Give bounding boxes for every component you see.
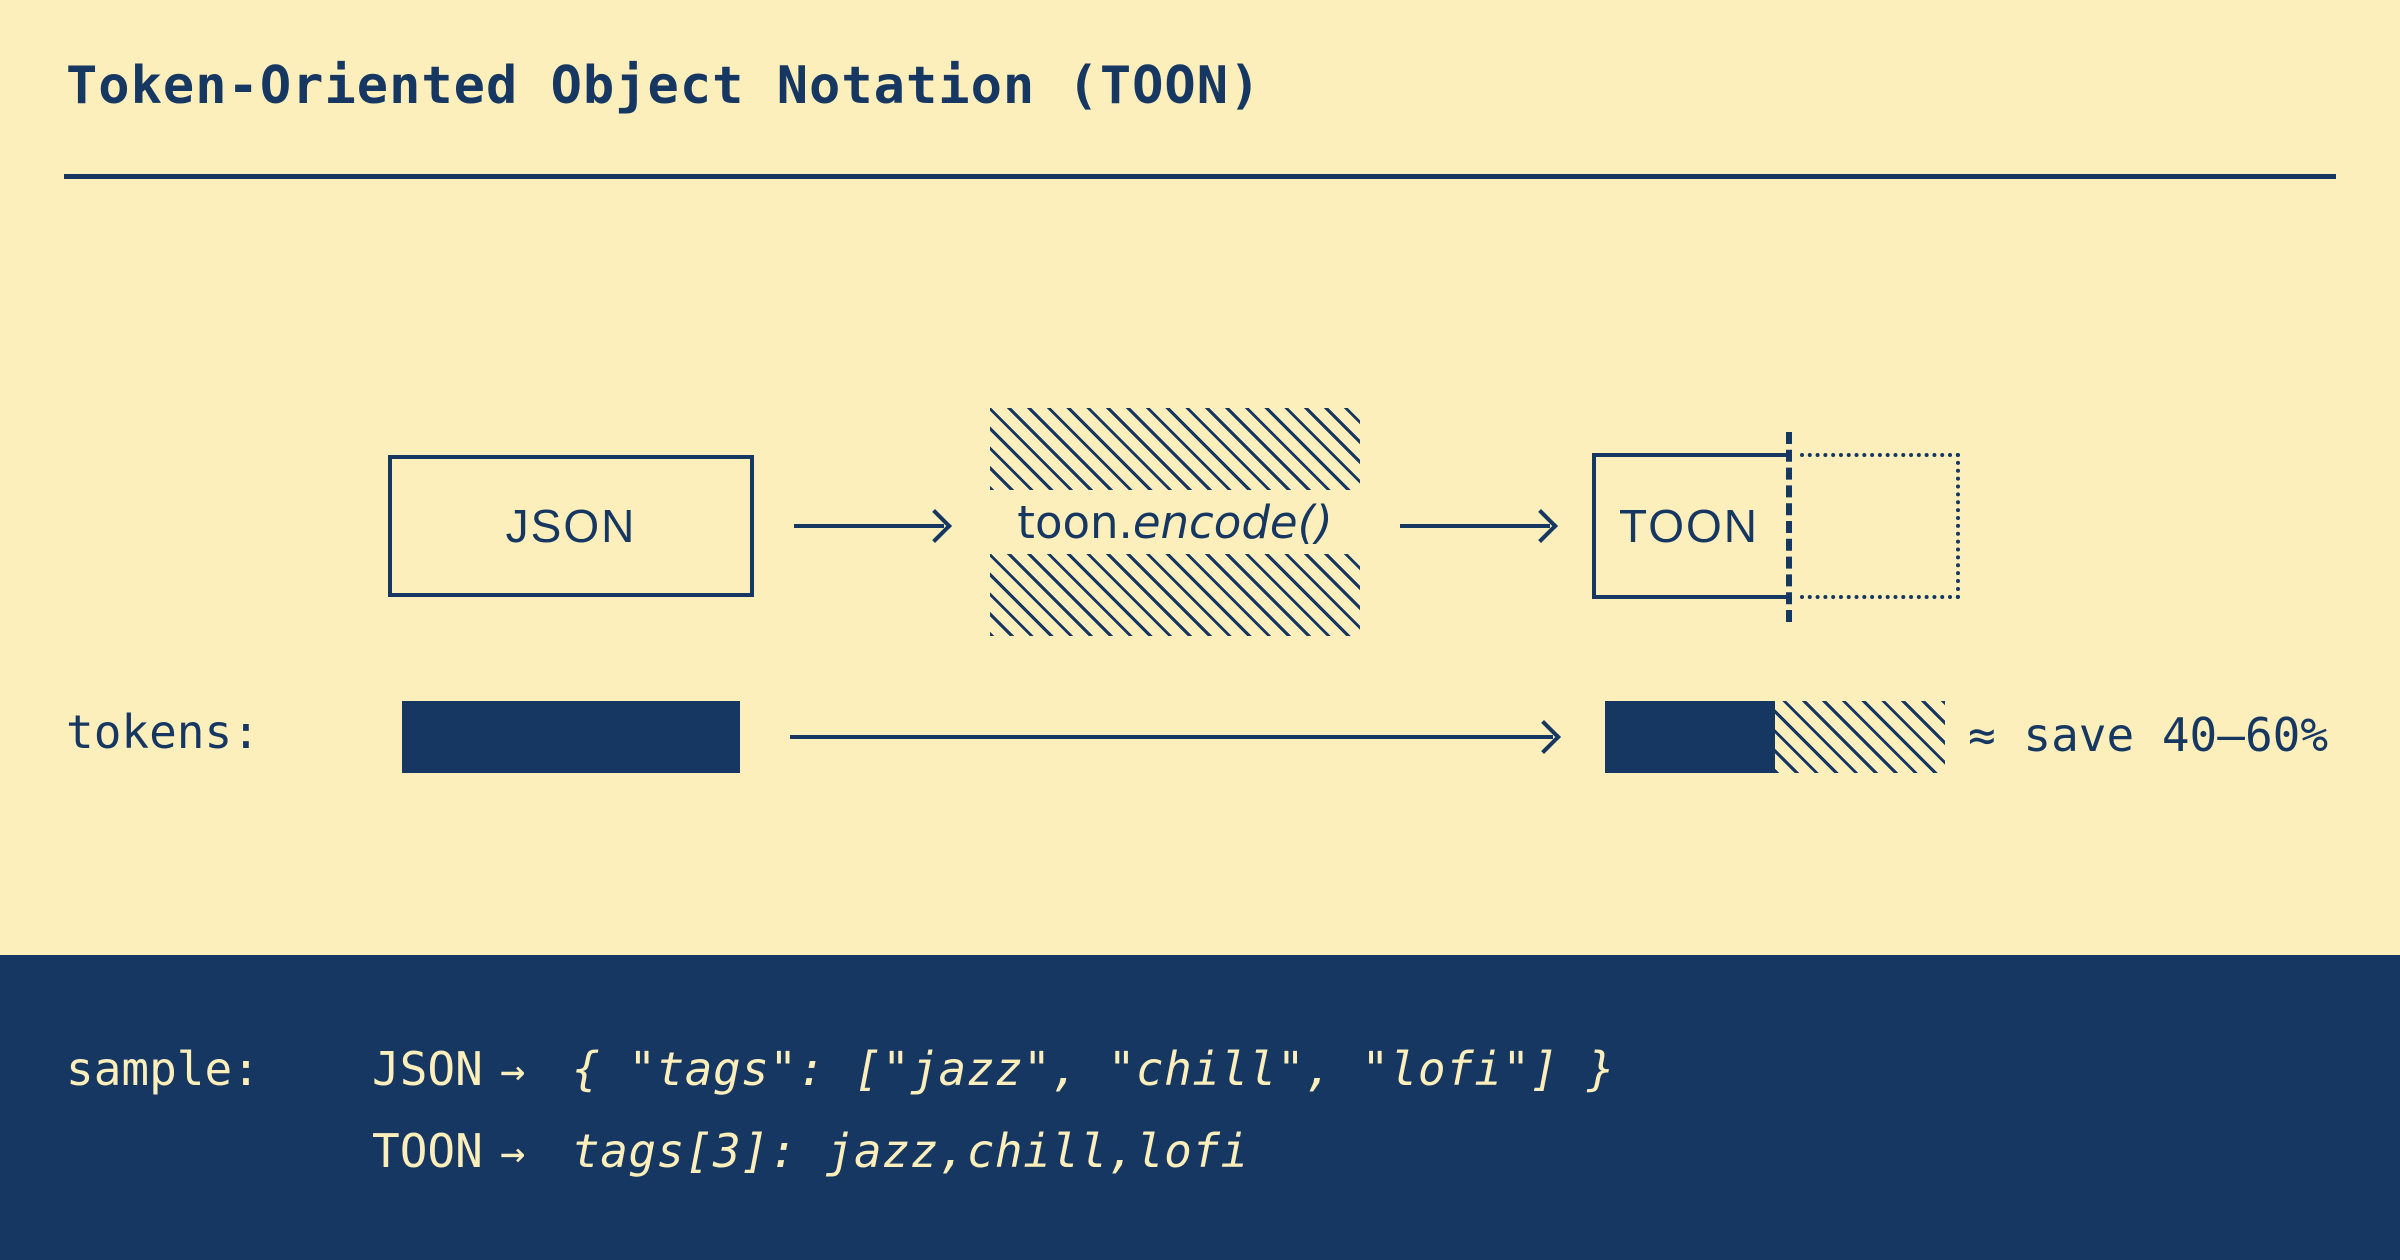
sample-format-label-json: JSON (372, 1042, 483, 1096)
toon-box-dashed-divider-icon (1786, 432, 1792, 622)
json-source-label: JSON (505, 500, 637, 552)
sample-row-toon: TOON → tags[3]: jazz,chill,lofi (372, 1124, 1249, 1178)
toon-target-box: TOON (1592, 453, 1788, 599)
sample-band (0, 955, 2400, 1260)
toon-saved-space-outline (1800, 453, 1960, 599)
arrow-encode-to-toon-icon (1400, 524, 1550, 528)
sample-arrow-icon-json: → (500, 1046, 526, 1095)
sample-row-json: JSON → { "tags": ["jazz", "chill", "lofi… (372, 1042, 1615, 1096)
arrow-json-to-encode-icon (794, 524, 944, 528)
encode-namespace-text: toon. (1017, 495, 1133, 549)
tokens-bar-json (402, 701, 740, 773)
encode-method-text: encode() (1132, 495, 1333, 549)
hatch-pattern-top-icon (990, 408, 1360, 490)
arrow-tokens-comparison-icon (790, 735, 1553, 739)
sample-arrow-icon-toon: → (500, 1128, 526, 1177)
encode-function-label: toon.encode() (990, 490, 1360, 554)
sample-code-json: { "tags": ["jazz", "chill", "lofi"] } (572, 1042, 1616, 1096)
sample-format-label-toon: TOON (372, 1124, 483, 1178)
tokens-bar-toon-saved (1775, 701, 1945, 773)
toon-target-label: TOON (1618, 500, 1760, 552)
page-title: Token-Oriented Object Notation (TOON) (66, 56, 1262, 116)
tokens-row-label: tokens: (66, 705, 260, 759)
sample-code-toon: tags[3]: jazz,chill,lofi (572, 1124, 1249, 1178)
savings-note-label: ≈ save 40–60% (1968, 708, 2329, 762)
tokens-bar-toon-used (1605, 701, 1775, 773)
sample-band-label: sample: (66, 1042, 260, 1096)
title-divider-rule (64, 174, 2336, 179)
hatch-pattern-bottom-icon (990, 554, 1360, 636)
json-source-box: JSON (388, 455, 754, 597)
encode-transform-block: toon.encode() (990, 408, 1360, 636)
